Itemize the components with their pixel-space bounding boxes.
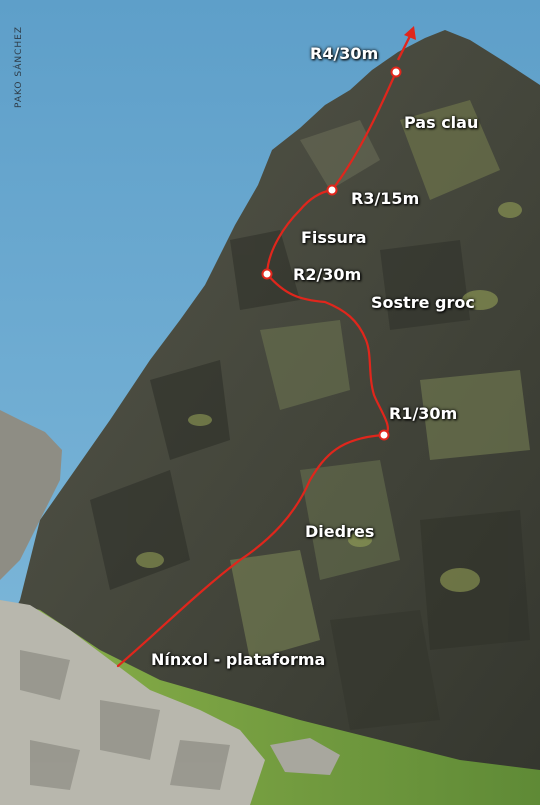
- belay-label-r4: R4/30m: [310, 44, 379, 63]
- section-label-fissura: Fissura: [301, 228, 367, 247]
- section-label-ninxol-plataforma: Nínxol - plataforma: [151, 650, 326, 669]
- belay-marker-r2: [261, 268, 273, 280]
- left-rock: [0, 410, 62, 580]
- grass-rock: [270, 738, 340, 775]
- belay-marker-r4: [390, 66, 402, 78]
- belay-marker-r1: [378, 429, 390, 441]
- route-line: [116, 70, 398, 668]
- section-label-sostre-groc: Sostre groc: [371, 293, 475, 312]
- section-label-diedres: Diedres: [305, 522, 375, 541]
- lichen-spots: [136, 202, 522, 592]
- rock-texture: [90, 100, 530, 730]
- foreground-rock-texture: [20, 650, 230, 790]
- belay-label-r1: R1/30m: [389, 404, 458, 423]
- belay-label-r2: R2/30m: [293, 265, 362, 284]
- section-label-pas-clau: Pas clau: [404, 113, 479, 132]
- belay-label-r3: R3/15m: [351, 189, 420, 208]
- belay-marker-r3: [326, 184, 338, 196]
- route-arrow-head: [404, 26, 416, 40]
- photo-credit: PAKO SÁNCHEZ: [14, 25, 25, 109]
- rock-face: [0, 30, 540, 805]
